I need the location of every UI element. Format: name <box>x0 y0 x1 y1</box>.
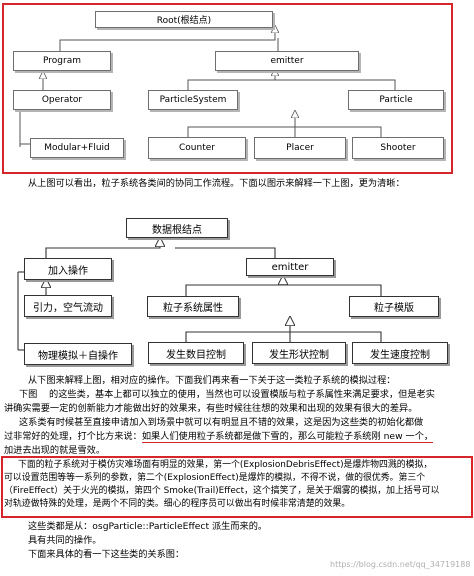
red-frame-diagram-1 <box>2 3 453 174</box>
caption-1: 从上图可以看出，粒子系统各类间的协同工作流程。下面以图示来解释一下上图，更为清晰… <box>28 178 405 189</box>
emitter2-node: emitter <box>246 258 334 276</box>
emitter-node: emitter <box>215 51 359 71</box>
speed-ctrl-node: 发生速度控制 <box>352 342 448 364</box>
para-line-5a: 过非常好的处理，打个比方来说： <box>4 431 142 442</box>
ps-attr-node: 粒子系统属性 <box>147 296 239 317</box>
red-frame-effects <box>1 456 473 518</box>
boxed-line-4: 对轨迹做特殊的处理，是两个不同的类。细心的程序员可以做出有时候非常清楚的效果。 <box>4 499 351 509</box>
program-node-label: Program <box>43 56 81 66</box>
particle-template-node-label: 粒子模版 <box>374 303 414 314</box>
program-node: Program <box>13 51 111 71</box>
speed-ctrl-node-label: 发生速度控制 <box>370 349 430 361</box>
data-root-node-label: 数据根结点 <box>152 224 202 236</box>
particle-template-node: 粒子模版 <box>349 296 439 317</box>
root-node: Root(根结点) <box>95 11 273 28</box>
count-ctrl-node: 发生数目控制 <box>148 342 244 364</box>
para-line-1: 从下图来解释上图，相对应的操作。下面我们再来看一下关于这一类粒子系统的模拟过程： <box>28 375 396 386</box>
placer-node: Placer <box>254 137 346 159</box>
shape-ctrl-node: 发生形状控制 <box>252 342 346 364</box>
counter-node-label: Counter <box>179 143 215 153</box>
shape-ctrl-node-label: 发生形状控制 <box>269 349 329 361</box>
data-root-node: 数据根结点 <box>126 218 228 238</box>
physics-node: 物理模拟＋自操作 <box>24 343 132 365</box>
boxed-line-2: 可以设置范围等等一系列的参数，第二个(ExplosionEffect)是爆炸的模… <box>4 473 426 483</box>
gravity-node: 引力，空气流动 <box>24 295 112 317</box>
para-line-6: 加进去出现的就是雪效。 <box>4 445 106 456</box>
modular-fluid-node: Modular+Fluid <box>30 138 124 158</box>
modular-fluid-node-label: Modular+Fluid <box>44 143 110 153</box>
physics-node-label: 物理模拟＋自操作 <box>38 350 118 362</box>
particle-system-node-label: ParticleSystem <box>159 95 227 105</box>
para-line-2: 下图 的这些类，基本上都可以独立的使用，当然也可以设置模版与粒子系属性来满足要求… <box>19 389 435 400</box>
para-line-4: 这系类有时候甚至直接申请加入到场景中就可以有明显且不错的效果，这是因为这些类的初… <box>19 417 424 428</box>
operator-node-label: Operator <box>41 95 83 105</box>
shooter-node-label: Shooter <box>380 143 416 153</box>
boxed-line-1: 下面的粒子系统对于模仿灾难场面有明显的效果，第一个(ExplosionDebri… <box>18 460 433 470</box>
para-line-5b-underlined: 如果人们使用粒子系统都是做下雪的，那么可能粒子系统刚 new 一个， <box>141 431 434 443</box>
tail-line-3: 下面来具体的看一下这些类的关系图： <box>28 549 185 560</box>
counter-node: Counter <box>148 137 246 159</box>
watermark: https://blog.csdn.net/qq_34719188 <box>330 560 471 569</box>
tail-line-1: 这些类都是从：osgParticle::ParticleEffect 派生而来的… <box>28 521 268 532</box>
para-line-3: 讲确实需要一定的创新能力才能做出好的效果来，有些时候往往想的效果和出现的效果有很… <box>4 403 418 414</box>
count-ctrl-node-label: 发生数目控制 <box>166 349 226 361</box>
tail-line-2: 具有共同的操作。 <box>28 535 102 546</box>
emitter-node-label: emitter <box>270 56 304 66</box>
operator-node: Operator <box>13 90 111 110</box>
boxed-line-3: （FireEffect）关于火光的模拟，第四个 Smoke(Trail)Effe… <box>4 486 440 496</box>
gravity-node-label: 引力，空气流动 <box>33 302 103 314</box>
add-op-node-label: 加入操作 <box>48 265 88 277</box>
particle-node-label: Particle <box>379 95 413 105</box>
particle-node: Particle <box>348 90 444 110</box>
emitter2-node-label: emitter <box>271 261 309 273</box>
add-op-node: 加入操作 <box>24 258 112 280</box>
shooter-node: Shooter <box>352 137 444 159</box>
root-node-label: Root(根结点) <box>156 16 212 26</box>
particle-system-node: ParticleSystem <box>148 90 238 110</box>
placer-node-label: Placer <box>286 143 314 153</box>
para-line-5: 过非常好的处理，打个比方来说：如果人们使用粒子系统都是做下雪的，那么可能粒子系统… <box>4 430 434 443</box>
ps-attr-node-label: 粒子系统属性 <box>163 303 223 314</box>
